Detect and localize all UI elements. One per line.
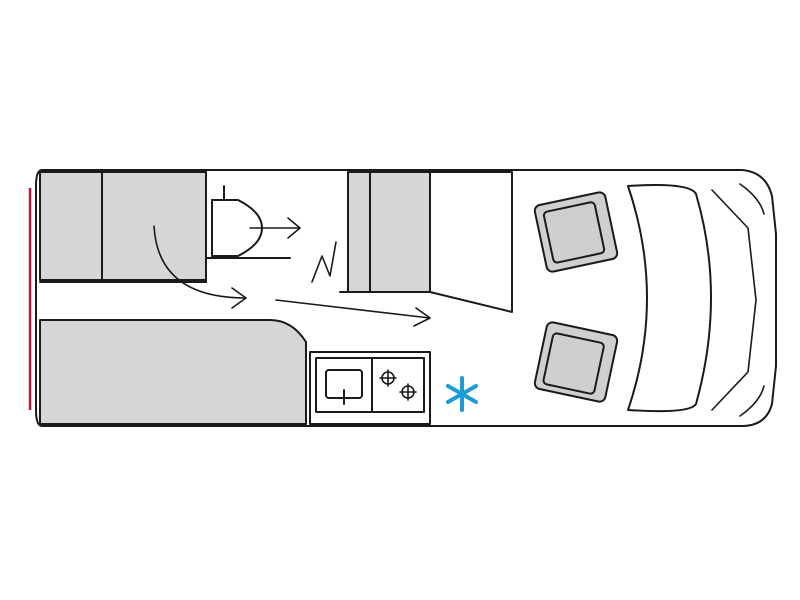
- rear-lounge-bench: [39, 319, 307, 425]
- air-conditioning-snowflake-icon: [446, 376, 478, 412]
- wardrobe-icon: [339, 171, 431, 293]
- movement-arrow-icon: [153, 217, 431, 327]
- cab-front-icon: [711, 183, 765, 417]
- dinette-table: [429, 171, 513, 313]
- vehicle-outline: [35, 169, 777, 427]
- dashboard-icon: [627, 184, 712, 413]
- bathroom-toilet-icon: [205, 171, 291, 283]
- driver-seat-icon: [533, 191, 619, 273]
- gas-hob-icon: [379, 369, 417, 401]
- kitchen-sink-icon: [325, 369, 363, 405]
- rear-bed-icon: [39, 171, 207, 281]
- kitchen-block: [309, 351, 431, 425]
- bathroom-door-icon: [311, 241, 337, 283]
- passenger-seat-icon: [533, 321, 619, 403]
